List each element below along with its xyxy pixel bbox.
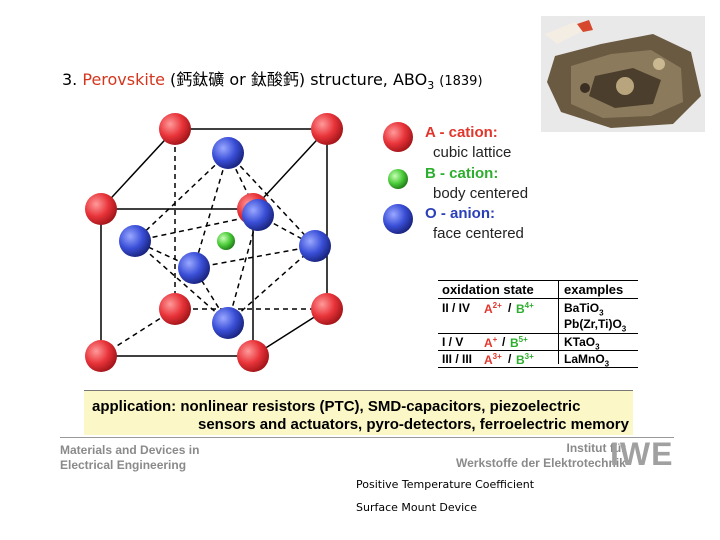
title-subscript: 3	[427, 79, 435, 93]
perovskite-crystal-diagram	[85, 113, 343, 372]
table-header-examples: examples	[564, 282, 624, 297]
title-number: 3.	[62, 70, 78, 89]
legend-b-desc: body centered	[433, 185, 529, 202]
footer-left: Materials and Devices in Electrical Engi…	[60, 443, 200, 472]
perovskite-mineral-photo	[541, 16, 705, 132]
title-perovskite: Perovskite	[82, 70, 165, 89]
title-structure: structure, ABO	[310, 70, 428, 89]
a-cation-atoms	[85, 113, 343, 372]
application-box: application: nonlinear resistors (PTC), …	[84, 390, 633, 435]
legend-a-swatch	[383, 122, 413, 152]
legend-swatches	[383, 122, 413, 234]
table-row: I / V A+ / B5+ KTaO3	[438, 334, 638, 351]
b-cation-atom	[217, 232, 235, 250]
title-or: or	[229, 70, 246, 89]
note-smd: Surface Mount Device	[356, 501, 477, 514]
legend-o-desc: face centered	[433, 225, 524, 242]
title-chinese-1: (鈣鈦礦	[170, 70, 225, 89]
application-line-1: application: nonlinear resistors (PTC), …	[92, 398, 581, 415]
application-line-2: sensors and actuators, pyro-detectors, f…	[198, 416, 629, 433]
slide-title: 3. Perovskite (鈣鈦礦 or 鈦酸鈣) structure, AB…	[62, 66, 483, 92]
oxidation-state-table: oxidation state examples II / IV A2+ / B…	[438, 280, 638, 368]
footer-institute: Institut für Werkstoffe der Elektrotechn…	[456, 441, 626, 470]
title-chinese-2: 鈦酸鈣)	[250, 70, 306, 89]
legend-a-desc: cubic lattice	[433, 144, 512, 161]
legend-b-swatch	[388, 169, 408, 189]
cube-edges	[100, 128, 328, 357]
legend-o-label: O - anion:	[425, 205, 495, 222]
table-header-oxidation: oxidation state	[442, 282, 534, 297]
iwe-logo: IWE	[610, 436, 674, 472]
note-ptc: Positive Temperature Coefficient	[356, 478, 535, 491]
title-year: (1839)	[439, 74, 483, 89]
legend-b-label: B - cation:	[425, 165, 499, 182]
footer-divider	[60, 437, 674, 438]
legend-a-label: A - cation:	[425, 124, 498, 141]
table-row: II / IV A2+ / B4+ BaTiO3 Pb(Zr,Ti)O3	[438, 299, 638, 334]
o-anion-atoms	[119, 137, 331, 339]
legend-o-swatch	[383, 204, 413, 234]
table-row: III / III A3+ / B3+ LaMnO3	[438, 351, 638, 368]
